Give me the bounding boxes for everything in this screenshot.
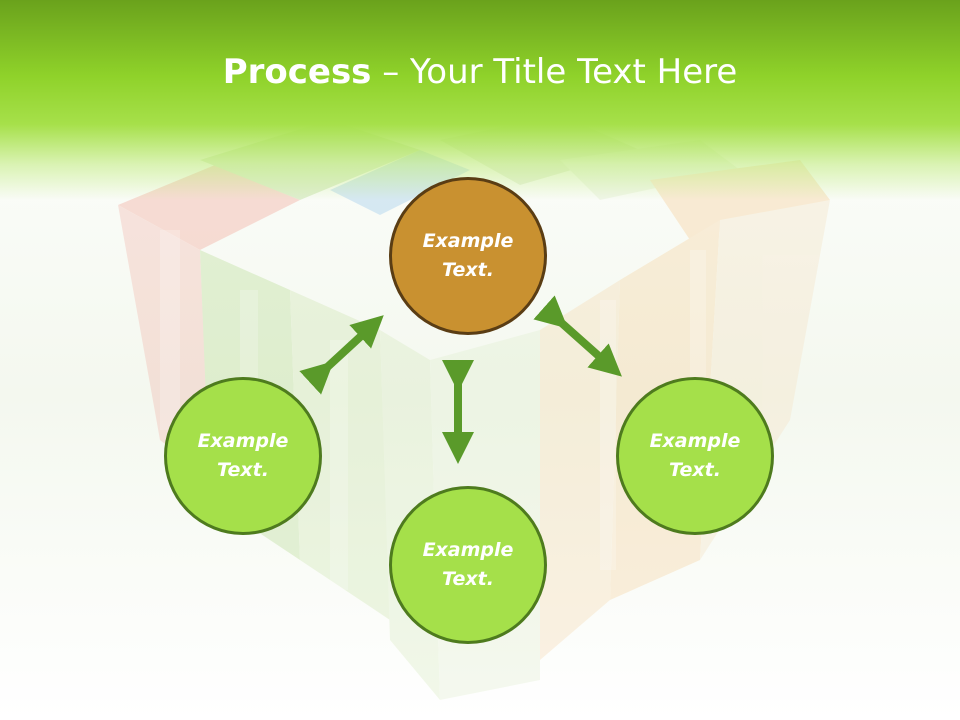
node-bottom: Example Text. (389, 486, 547, 644)
node-left: Example Text. (164, 377, 322, 535)
double-arrow-icon (533, 295, 622, 377)
title-banner (0, 0, 960, 200)
node-bottom-label: Example Text. (422, 539, 514, 590)
node-right-label: Example Text. (649, 430, 741, 481)
node-top: Example Text. (389, 177, 547, 335)
title-bold: Process (222, 52, 372, 92)
title-rest: – Your Title Text Here (371, 52, 738, 92)
node-top-label: Example Text. (422, 230, 514, 281)
slide-title: Process – Your Title Text Here (0, 52, 960, 92)
node-left-label: Example Text. (197, 430, 289, 481)
node-right: Example Text. (616, 377, 774, 535)
double-arrow-icon (299, 315, 384, 395)
